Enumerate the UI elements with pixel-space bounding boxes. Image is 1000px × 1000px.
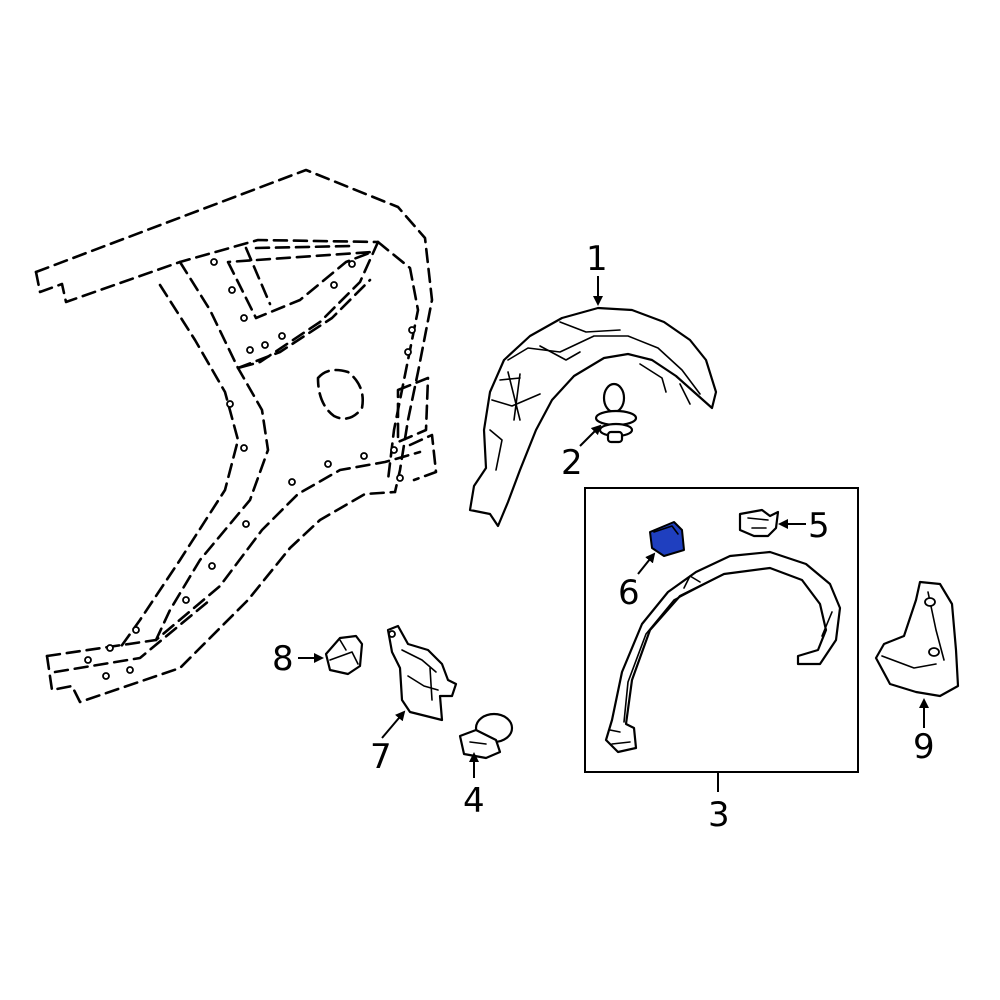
callout-1: 1 [586, 239, 608, 279]
callout-5: 5 [808, 506, 830, 546]
mud-flap-part [874, 580, 960, 698]
callout-9: 9 [913, 727, 935, 767]
kit-box [584, 487, 859, 773]
leader-lines [298, 276, 929, 792]
bracket-guard-part [386, 624, 458, 722]
quarter-panel-outline [34, 168, 438, 704]
clip-block-part [324, 634, 364, 676]
callout-7: 7 [370, 737, 392, 777]
fender-liner-part [468, 306, 718, 528]
wheel-flare-part [604, 550, 842, 754]
panel-rivets [84, 258, 416, 680]
push-clip-part [594, 382, 638, 444]
callout-2: 2 [561, 443, 583, 483]
callout-3: 3 [708, 795, 730, 835]
callout-6: 6 [618, 573, 640, 613]
callout-8: 8 [272, 639, 294, 679]
callout-labels: 1 2 3 4 5 6 7 8 9 [272, 239, 935, 835]
callout-4: 4 [463, 781, 485, 821]
retainer-part [458, 712, 514, 760]
highlighted-clip-part [649, 521, 685, 557]
flare-clip-part [738, 508, 780, 538]
